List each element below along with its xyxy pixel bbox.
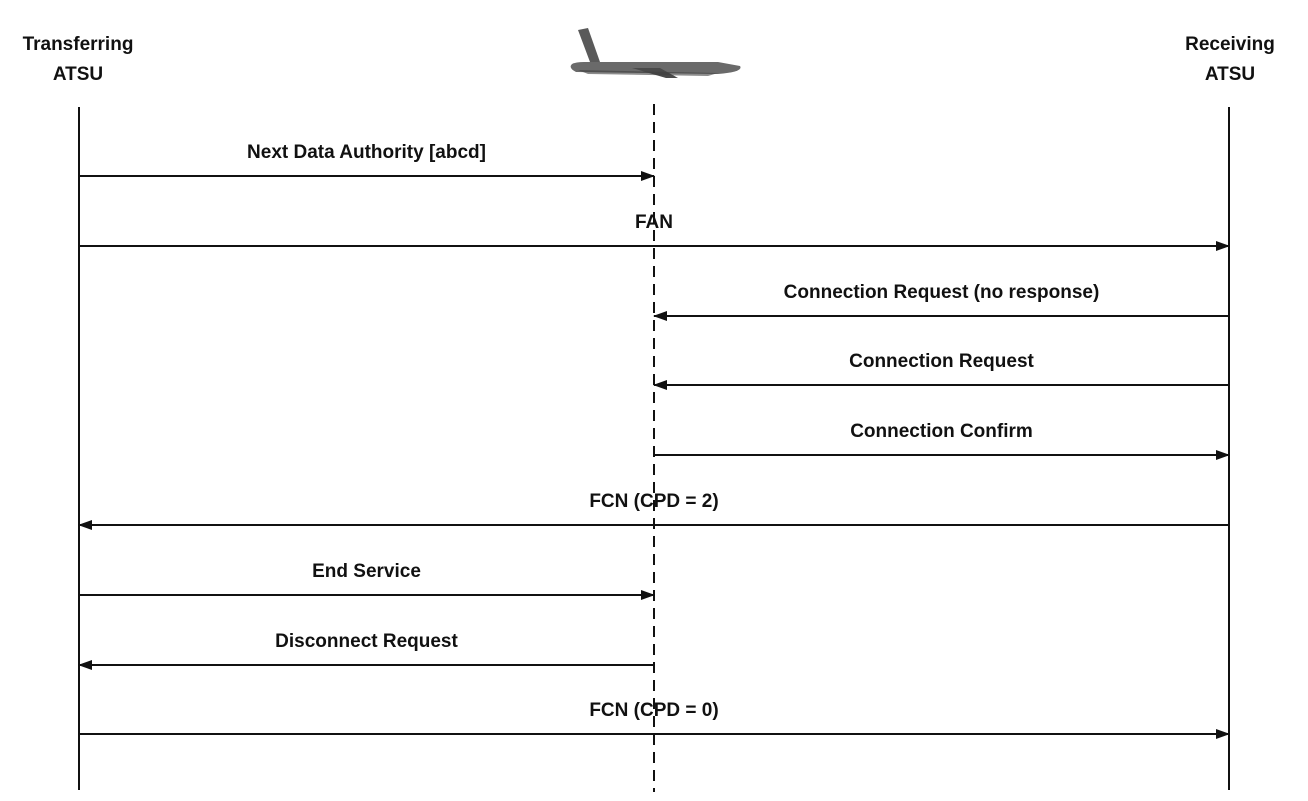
message-4: Connection Request	[653, 351, 1229, 390]
message-7: End Service	[79, 561, 655, 600]
message-label: FCN (CPD = 2)	[589, 491, 718, 512]
actor-transferring-line1: Transferring	[22, 34, 134, 55]
message-label: Connection Request (no response)	[784, 282, 1100, 303]
message-9: FCN (CPD = 0)	[79, 700, 1230, 739]
messages-layer: Next Data Authority [abcd] FAN Connection …	[78, 142, 1230, 739]
message-1: Next Data Authority [abcd]	[79, 142, 655, 181]
message-label: Disconnect Request	[275, 631, 458, 652]
message-5: Connection Confirm	[654, 421, 1230, 460]
message-8: Disconnect Request	[78, 631, 654, 670]
message-label: Next Data Authority [abcd]	[247, 142, 486, 163]
message-3: Connection Request (no response)	[653, 282, 1229, 321]
message-label: End Service	[312, 561, 421, 582]
message-label: FCN (CPD = 0)	[589, 700, 718, 721]
actor-receiving-line2: ATSU	[1204, 64, 1256, 85]
message-label: FAN	[635, 212, 673, 233]
airplane-icon	[570, 28, 741, 78]
actor-transferring-line2: ATSU	[52, 64, 104, 85]
message-2: FAN	[79, 212, 1230, 251]
message-label: Connection Request	[849, 351, 1034, 372]
message-label: Connection Confirm	[850, 421, 1033, 442]
actor-receiving-atsu: Receiving ATSU	[1160, 30, 1300, 90]
actor-transferring-atsu: Transferring ATSU	[8, 30, 148, 90]
message-6: FCN (CPD = 2)	[78, 491, 1229, 530]
actor-receiving-line1: Receiving	[1185, 34, 1275, 55]
